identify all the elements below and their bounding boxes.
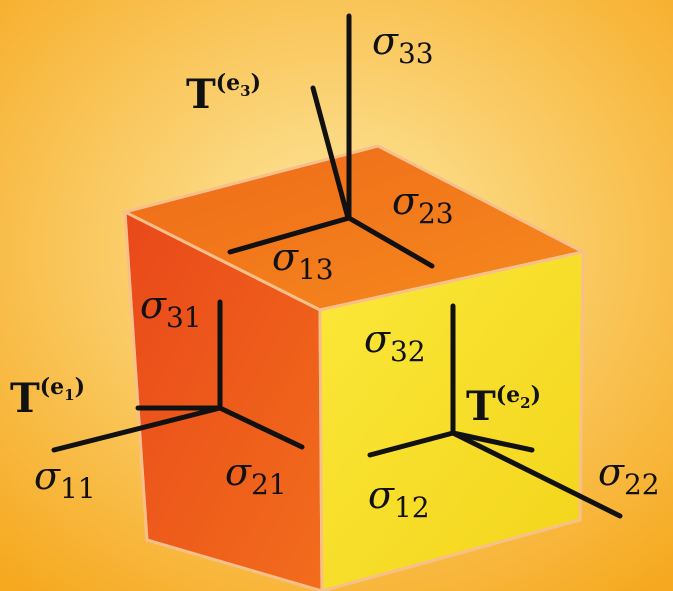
- top-face-axes: [227, 13, 435, 269]
- traction-e3-vector: [310, 85, 351, 221]
- sigma23-axis: [346, 215, 435, 269]
- label-sigma32: σ32: [364, 317, 426, 368]
- label-sigma21: σ21: [225, 450, 287, 501]
- sigma21-axis: [217, 405, 305, 450]
- sigma13-axis: [227, 215, 352, 255]
- label-sigma13: σ13: [272, 235, 334, 286]
- label-traction-e1: T(e1): [10, 374, 85, 422]
- label-sigma33: σ33: [372, 19, 434, 70]
- sigma12-axis: [367, 430, 456, 458]
- sigma11-axis: [51, 405, 223, 453]
- left-face-axes: [51, 299, 305, 453]
- right-face-axes: [367, 303, 623, 519]
- label-sigma11: σ11: [34, 454, 96, 505]
- label-traction-e2: T(e2): [466, 382, 541, 430]
- traction-e2-vector: [450, 430, 535, 453]
- label-sigma22: σ22: [598, 450, 660, 501]
- label-traction-e3: T(e3): [186, 70, 261, 118]
- label-sigma12: σ12: [368, 473, 430, 524]
- sigma22-axis: [450, 430, 623, 519]
- label-sigma31: σ31: [140, 283, 202, 334]
- label-sigma23: σ23: [392, 179, 454, 230]
